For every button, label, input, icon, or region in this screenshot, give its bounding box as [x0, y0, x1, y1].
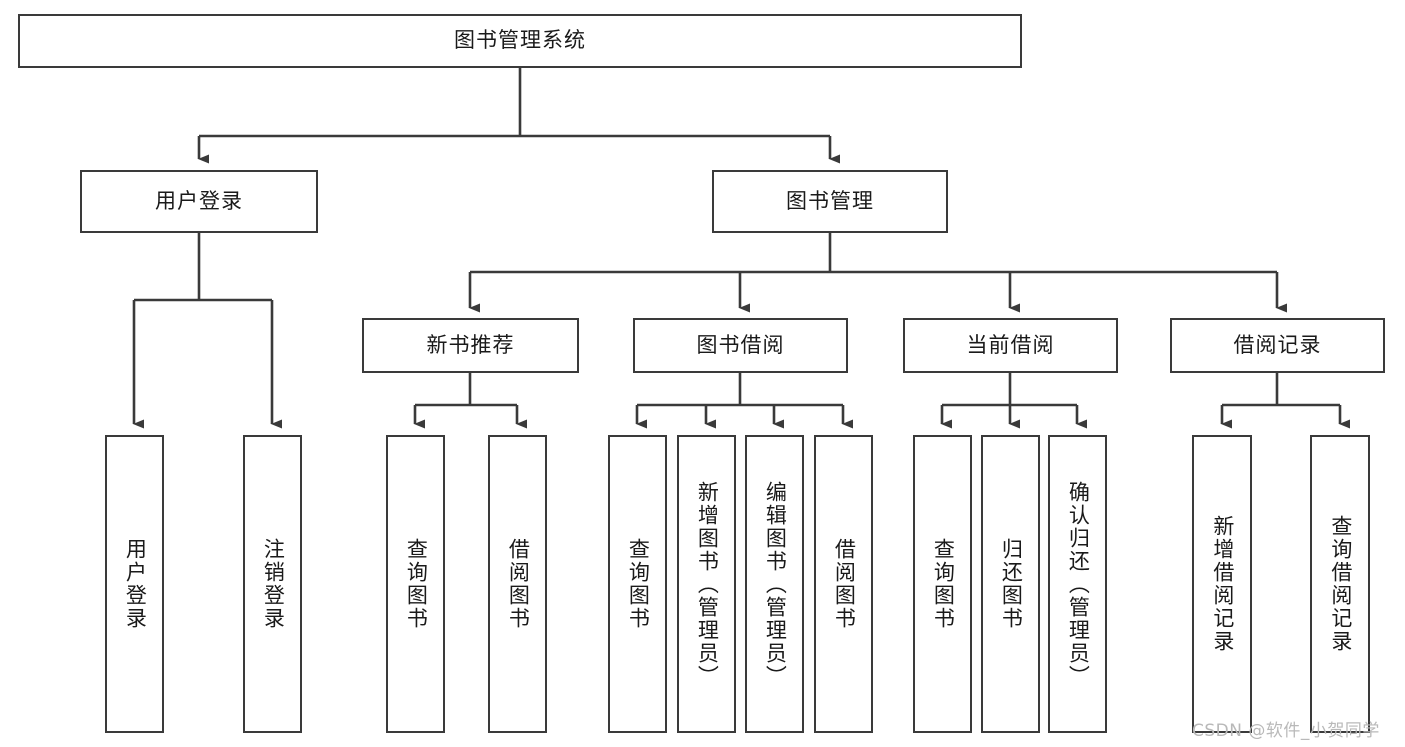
node-label: 借阅图书	[506, 538, 531, 630]
node-borrow-record[interactable]: 借阅记录	[1170, 318, 1385, 373]
node-label: 新增图书（管理员）	[695, 480, 720, 688]
leaf-record-add-record[interactable]: 新增借阅记录	[1192, 435, 1252, 733]
node-label: 查询图书	[626, 538, 651, 630]
leaf-current-confirm-return[interactable]: 确认归还（管理员）	[1048, 435, 1107, 733]
node-book-management[interactable]: 图书管理	[712, 170, 948, 233]
node-label: 借阅记录	[1233, 332, 1322, 357]
leaf-current-return-book[interactable]: 归还图书	[981, 435, 1040, 733]
node-new-book-recommend[interactable]: 新书推荐	[362, 318, 579, 373]
node-label: 查询图书	[404, 538, 429, 630]
leaf-borrow-add-book[interactable]: 新增图书（管理员）	[677, 435, 736, 733]
node-label: 借阅图书	[832, 538, 857, 630]
node-label: 归还图书	[999, 538, 1024, 630]
node-label: 注销登录	[261, 538, 286, 630]
leaf-user-login-logout[interactable]: 注销登录	[243, 435, 302, 733]
node-label: 用户登录	[155, 188, 243, 213]
leaf-borrow-query-book[interactable]: 查询图书	[608, 435, 667, 733]
leaf-user-login-login[interactable]: 用户登录	[105, 435, 164, 733]
node-label: 编辑图书（管理员）	[763, 480, 788, 688]
leaf-current-query-book[interactable]: 查询图书	[913, 435, 972, 733]
node-label: 查询图书	[931, 538, 956, 630]
node-root-system[interactable]: 图书管理系统	[18, 14, 1022, 68]
node-label: 新增借阅记录	[1210, 515, 1235, 653]
node-label: 图书借阅	[696, 332, 785, 357]
node-label: 查询借阅记录	[1328, 515, 1353, 653]
node-current-borrow[interactable]: 当前借阅	[903, 318, 1118, 373]
node-label: 当前借阅	[966, 332, 1055, 357]
node-book-borrow[interactable]: 图书借阅	[633, 318, 848, 373]
node-label: 图书管理	[786, 188, 874, 213]
node-label: 新书推荐	[426, 332, 515, 357]
leaf-borrow-edit-book[interactable]: 编辑图书（管理员）	[745, 435, 804, 733]
leaf-record-query-record[interactable]: 查询借阅记录	[1310, 435, 1370, 733]
node-user-login[interactable]: 用户登录	[80, 170, 318, 233]
node-label: 图书管理系统	[454, 28, 586, 53]
node-label: 用户登录	[123, 538, 148, 630]
node-label: 确认归还（管理员）	[1066, 480, 1091, 688]
leaf-new-book-borrow[interactable]: 借阅图书	[488, 435, 547, 733]
leaf-new-book-query[interactable]: 查询图书	[386, 435, 445, 733]
leaf-borrow-borrow-book[interactable]: 借阅图书	[814, 435, 873, 733]
